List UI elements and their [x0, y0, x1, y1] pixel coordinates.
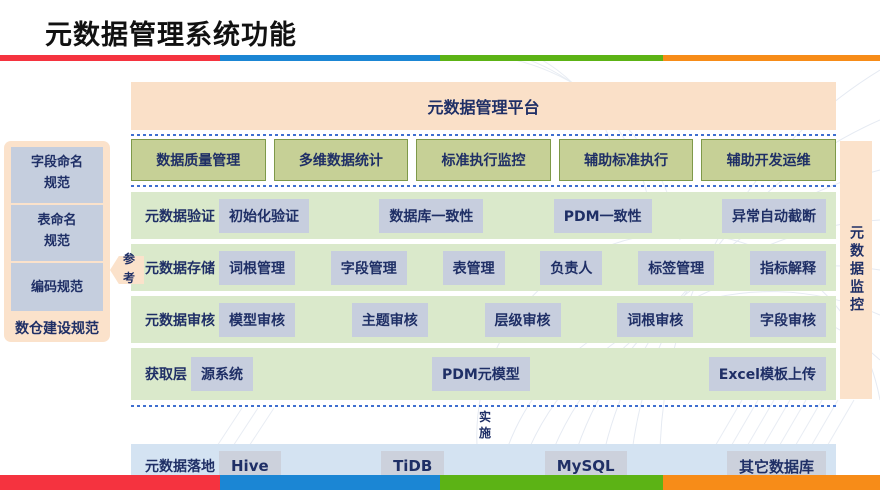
- standard-item-line2: 规范: [43, 176, 70, 191]
- main-column: 元数据管理平台 数据质量管理 多维数据统计 标准执行监控 辅助标准执行 辅助开发…: [131, 82, 836, 488]
- rule-segment-green: [440, 55, 663, 61]
- header-color-rule: [0, 55, 880, 61]
- storage-label: 元数据落地: [145, 459, 215, 475]
- standards-panel: 字段命名 规范 表命名 规范 编码规范 数仓建设规范: [4, 141, 110, 342]
- divider-dotted-row1: [131, 185, 836, 187]
- rule-segment-red: [0, 55, 220, 61]
- chip-init-validation[interactable]: 初始化验证: [219, 198, 309, 233]
- reference-arrow: 参考: [110, 248, 144, 292]
- layer-row-storage: 元数据存储 词根管理 字段管理 表管理 负责人 标签管理 指标解释: [131, 244, 836, 291]
- layer-label-audit: 元数据审核: [145, 312, 215, 329]
- platform-header: 元数据管理平台: [131, 82, 836, 130]
- chip-excel-template-upload[interactable]: Excel模板上传: [708, 357, 826, 391]
- standard-item-line1: 字段命名: [30, 155, 83, 170]
- chip-field-audit[interactable]: 字段审核: [750, 302, 826, 337]
- feature-chip-quality[interactable]: 数据质量管理: [131, 139, 266, 181]
- chip-subject-audit[interactable]: 主题审核: [351, 302, 428, 337]
- layer-chips-validation: 初始化验证 数据库一致性 PDM一致性 异常自动截断: [219, 192, 826, 239]
- layer-row-audit: 元数据审核 模型审核 主题审核 层级审核 词根审核 字段审核: [131, 296, 836, 343]
- layer-chips-storage: 词根管理 字段管理 表管理 负责人 标签管理 指标解释: [219, 244, 826, 291]
- rule-segment-orange: [663, 55, 880, 61]
- feature-chip-standard-assist[interactable]: 辅助标准执行: [558, 139, 694, 181]
- page-title: 元数据管理系统功能: [45, 20, 297, 51]
- chip-owner[interactable]: 负责人: [540, 250, 603, 285]
- layer-row-validation: 元数据验证 初始化验证 数据库一致性 PDM一致性 异常自动截断: [131, 192, 836, 239]
- chip-level-audit[interactable]: 层级审核: [484, 302, 561, 337]
- rule-segment-blue: [220, 55, 440, 61]
- footer-color-bar: [0, 475, 880, 490]
- layer-row-acquisition: 获取层 源系统 PDM元模型 Excel模板上传: [131, 348, 836, 400]
- feature-row: 数据质量管理 多维数据统计 标准执行监控 辅助标准执行 辅助开发运维: [131, 139, 836, 181]
- platform-title: 元数据管理平台: [427, 98, 540, 117]
- implementation-label: 实施: [478, 410, 491, 440]
- standard-item-line2: 规范: [43, 234, 70, 249]
- chip-pdm-consistency[interactable]: PDM一致性: [553, 198, 652, 233]
- chip-source-system[interactable]: 源系统: [191, 357, 253, 391]
- monitoring-panel: 元数据监控: [840, 141, 872, 399]
- layer-label-storage: 元数据存储: [145, 260, 215, 277]
- chip-field-mgmt[interactable]: 字段管理: [330, 250, 407, 285]
- layer-label-acquisition: 获取层: [145, 367, 187, 383]
- layer-chips-audit: 模型审核 主题审核 层级审核 词根审核 字段审核: [219, 296, 826, 343]
- layer-label-validation: 元数据验证: [145, 208, 215, 225]
- feature-chip-standard-monitor[interactable]: 标准执行监控: [416, 139, 551, 181]
- footer-segment-blue: [220, 475, 440, 490]
- footer-segment-green: [440, 475, 663, 490]
- chip-tag-mgmt[interactable]: 标签管理: [638, 250, 715, 285]
- chip-root-word-mgmt[interactable]: 词根管理: [219, 250, 295, 285]
- footer-segment-orange: [663, 475, 880, 490]
- divider-dotted-implementation: [131, 405, 836, 407]
- footer-segment-red: [0, 475, 220, 490]
- reference-arrow-label: 参考: [122, 252, 135, 285]
- chip-pdm-meta-model[interactable]: PDM元模型: [431, 357, 530, 391]
- chip-auto-truncate[interactable]: 异常自动截断: [722, 198, 826, 233]
- standard-item-line1: 表命名: [37, 213, 77, 228]
- divider-dotted-top: [131, 134, 836, 136]
- standard-item-table-naming[interactable]: 表命名 规范: [11, 205, 103, 261]
- standard-item-line1: 编码规范: [30, 279, 83, 295]
- chip-root-word-audit[interactable]: 词根审核: [617, 302, 694, 337]
- standards-panel-title: 数仓建设规范: [15, 321, 99, 337]
- monitoring-panel-label: 元数据监控: [848, 225, 864, 315]
- standard-item-field-naming[interactable]: 字段命名 规范: [11, 147, 103, 203]
- implementation-marker: 实施: [131, 400, 836, 444]
- layer-chips-acquisition: 源系统 PDM元模型 Excel模板上传: [191, 348, 826, 400]
- feature-chip-devops-assist[interactable]: 辅助开发运维: [701, 139, 836, 181]
- standard-item-coding[interactable]: 编码规范: [11, 263, 103, 311]
- chip-model-audit[interactable]: 模型审核: [219, 302, 295, 337]
- chip-metric-explain[interactable]: 指标解释: [749, 250, 826, 285]
- chip-db-consistency[interactable]: 数据库一致性: [379, 198, 484, 233]
- chip-table-mgmt[interactable]: 表管理: [442, 250, 505, 285]
- feature-chip-statistics[interactable]: 多维数据统计: [273, 139, 409, 181]
